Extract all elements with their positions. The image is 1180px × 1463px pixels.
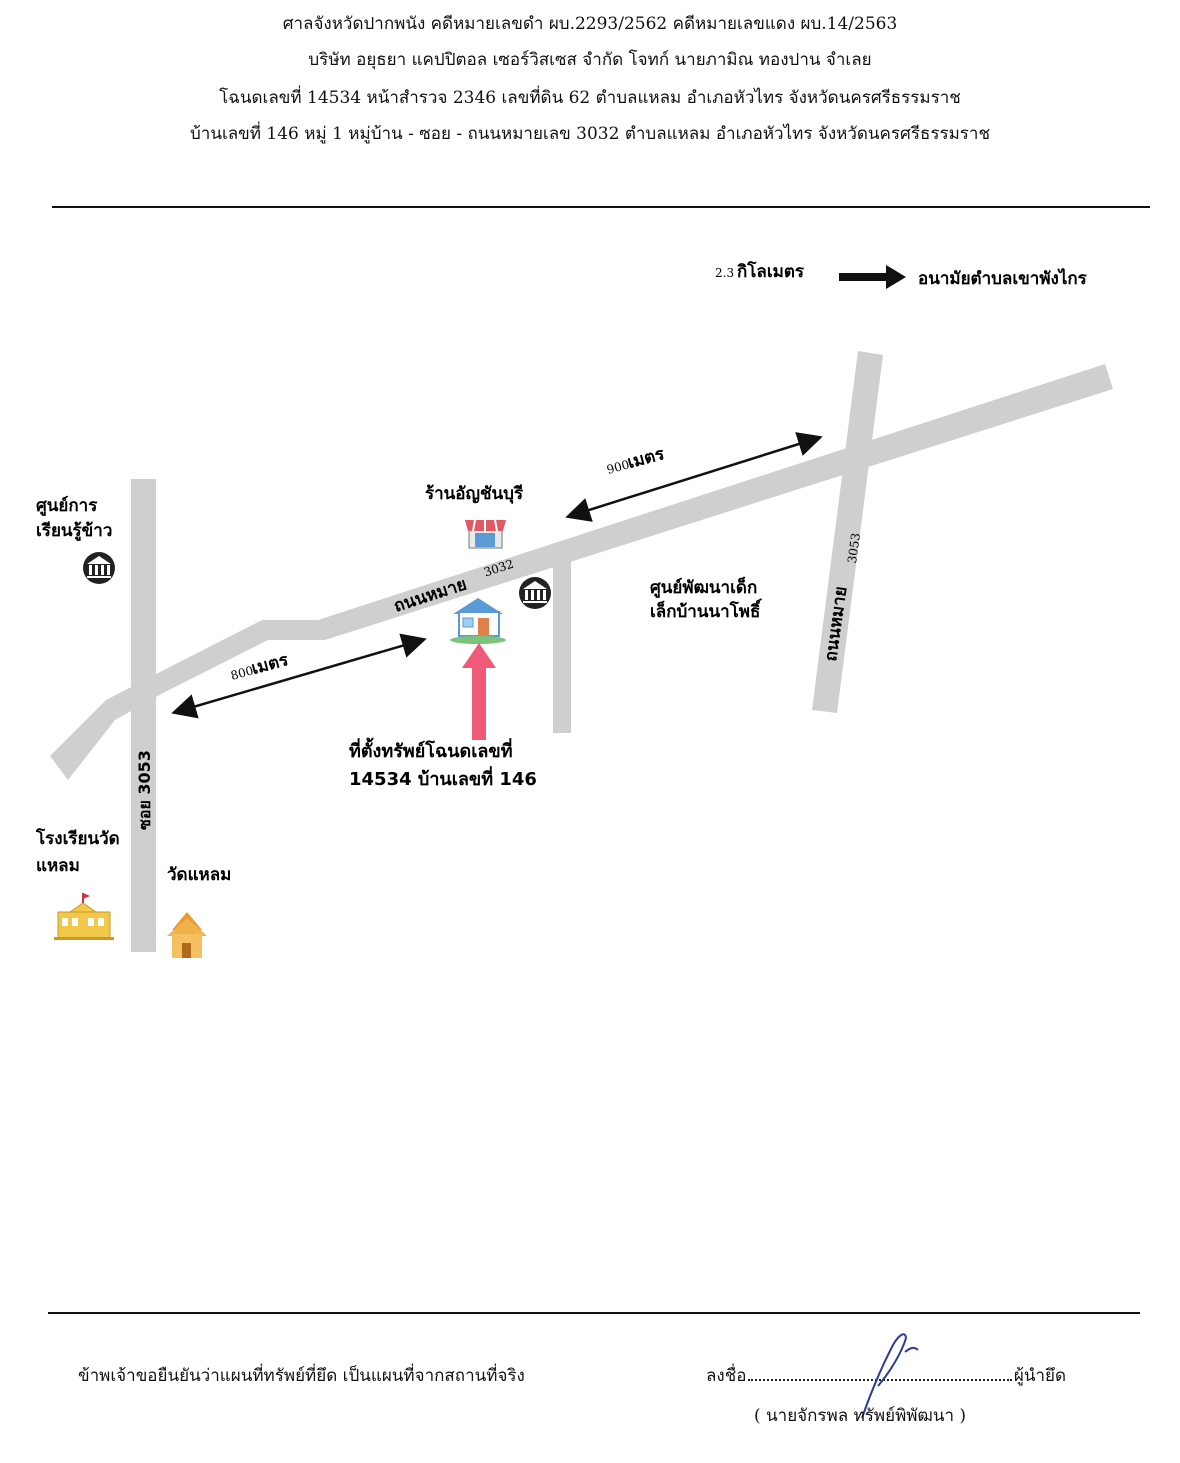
temple-label: วัดแหลม <box>167 865 231 885</box>
distance-800-arrow <box>171 633 427 719</box>
shop-label: ร้านอัญชันบุรี <box>425 483 524 504</box>
property-pointer-arrow-icon <box>462 643 496 740</box>
signature-line: ลงชื่อ ผู้นำยึด <box>706 1362 1066 1389</box>
road-3032-main <box>50 364 1113 780</box>
soi-3053-label: ซอย 3053 <box>135 750 154 830</box>
roads <box>50 351 1113 952</box>
shop-icon <box>465 519 506 549</box>
direction-destination: อนามัยตำบลเขาพังไกร <box>918 268 1088 289</box>
signature-dots <box>748 1365 1012 1381</box>
institution-icon <box>519 577 551 609</box>
distance-900-unit: เมตร <box>625 444 667 473</box>
road-3053-right-number: 3053 <box>845 532 863 564</box>
road-side-branch <box>553 553 571 733</box>
header-line-2: บริษัท อยุธยา แคปปิตอล เซอร์วิสเซส จำกัด… <box>308 50 872 70</box>
school-label-line-2: แหลม <box>36 856 80 876</box>
rice-center-label-line-1: ศูนย์การ <box>36 495 98 517</box>
road-3053-right <box>812 351 883 713</box>
property-label-line-1: ที่ตั้งทรัพย์โฉนดเลขที่ <box>349 737 513 762</box>
signature-suffix: ผู้นำยึด <box>1013 1366 1066 1386</box>
rice-center-label-line-2: เรียนรู้ข้าว <box>36 520 112 542</box>
header-line-4: บ้านเลขที่ 146 หมู่ 1 หมู่บ้าน - ซอย - ถ… <box>189 124 991 144</box>
signature-prefix: ลงชื่อ <box>706 1366 747 1386</box>
temple-icon <box>167 912 207 958</box>
direction-arrow-icon <box>839 265 906 289</box>
direction-distance-number: 2.3 <box>715 266 734 280</box>
distance-800-number: 800 <box>229 663 255 682</box>
distance-900-arrow <box>565 432 823 522</box>
direction-distance-unit: กิโลเมตร <box>737 261 805 282</box>
house-icon <box>450 598 506 644</box>
child-center-label-line-1: ศูนย์พัฒนาเด็ก <box>650 575 757 599</box>
top-divider <box>52 206 1150 208</box>
bottom-divider <box>48 1312 1140 1314</box>
signer-name: ( นายจักรพล ทรัพย์พิพัฒนา ) <box>754 1406 967 1426</box>
header-line-3: โฉนดเลขที่ 14534 หน้าสำรวจ 2346 เลขที่ดิ… <box>219 88 961 108</box>
header-line-1: ศาลจังหวัดปากพนัง คดีหมายเลขดำ ผบ.2293/2… <box>282 14 898 34</box>
rice-center-icon <box>83 552 115 584</box>
road-soi-3053 <box>131 479 156 952</box>
school-icon <box>54 893 114 940</box>
footer-statement: ข้าพเจ้าขอยืนยันว่าแผนที่ทรัพย์ที่ยึด เป… <box>78 1366 525 1386</box>
property-label-line-2: 14534 บ้านเลขที่ 146 <box>349 766 537 790</box>
distance-900-number: 900 <box>605 457 631 476</box>
road-3032-label: ถนนหมาย <box>391 574 469 616</box>
school-label-line-1: โรงเรียนวัด <box>35 828 120 849</box>
distance-800-unit: เมตร <box>249 650 291 679</box>
child-center-label-line-2: เล็กบ้านนาโพธิ์ <box>650 598 762 622</box>
